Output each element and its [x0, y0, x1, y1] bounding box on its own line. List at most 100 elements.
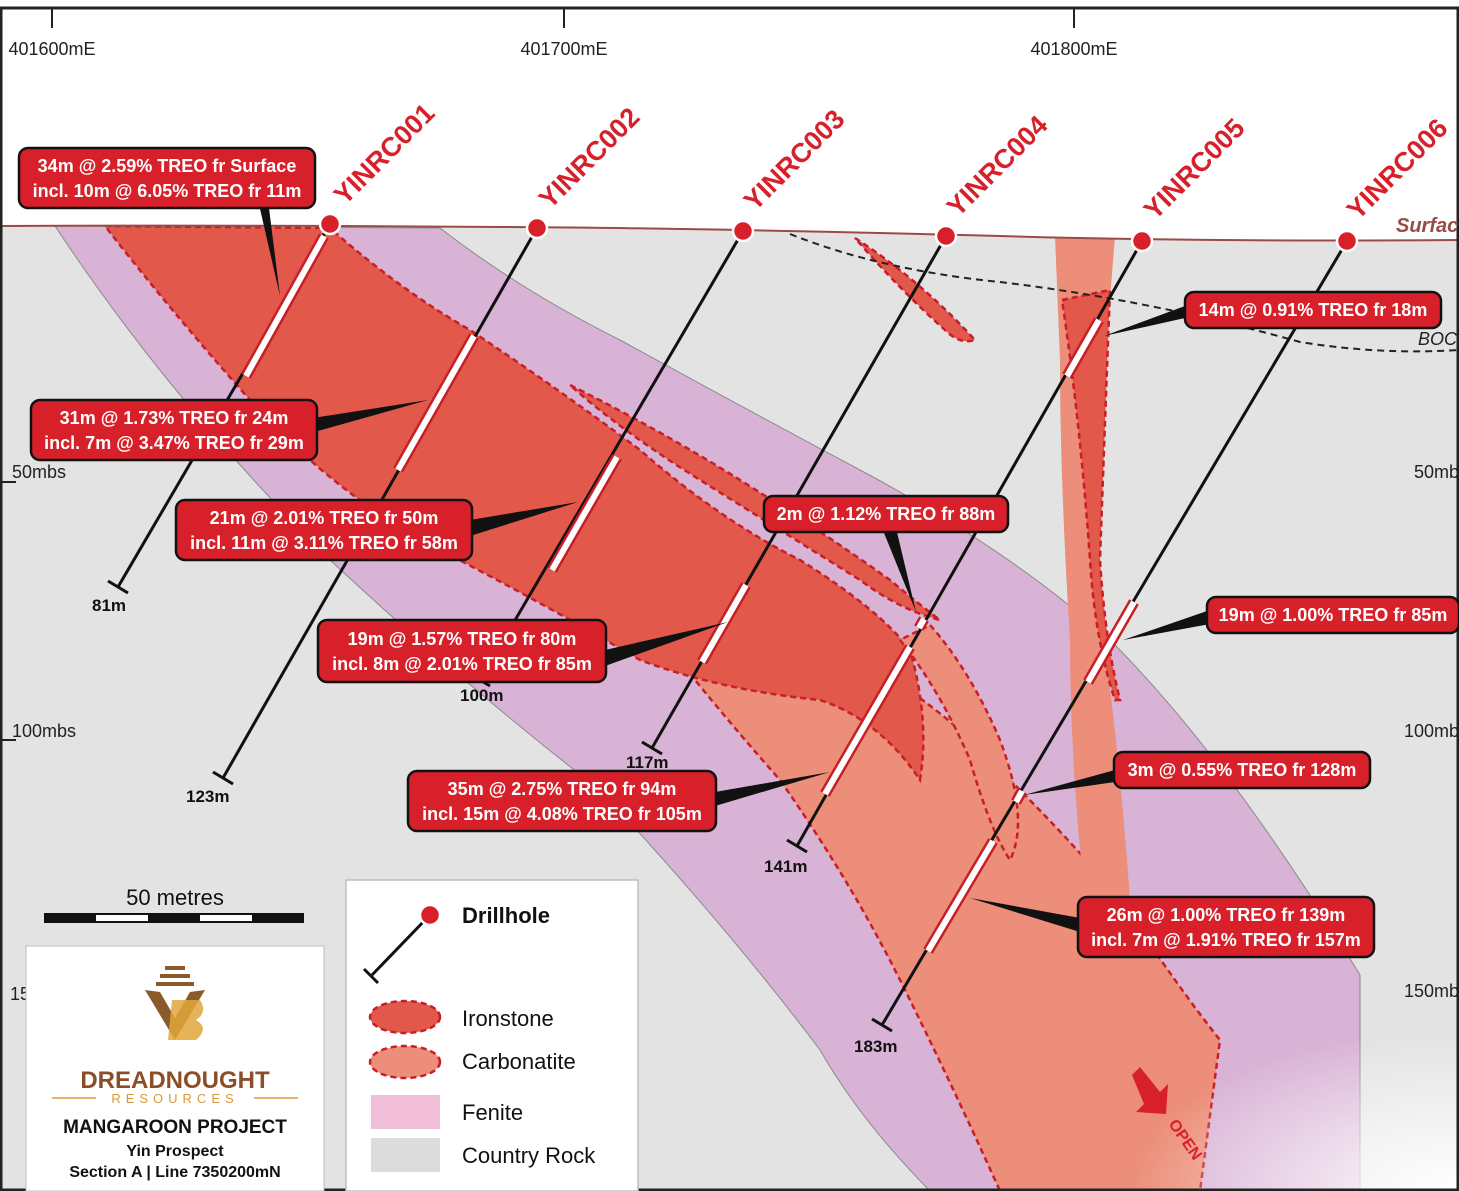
legend-collar-icon — [418, 903, 442, 927]
eoh-label: 141m — [764, 857, 807, 876]
callout-pointers — [258, 200, 1210, 932]
project-title: MANGAROON PROJECT — [63, 1117, 287, 1138]
easting-label: 401800mE — [1030, 39, 1117, 59]
intercept-callout: 3m @ 0.55% TREO fr 128m — [1112, 750, 1372, 790]
depth-label-right: 50mb — [1414, 462, 1459, 482]
callout-box — [316, 618, 608, 684]
map-frame — [0, 6, 1459, 1191]
eoh-label: 100m — [460, 686, 503, 705]
eoh-label: 117m — [626, 753, 669, 772]
eoh-cap — [212, 770, 234, 786]
intercept-segment — [395, 334, 477, 472]
easting-label: 401600mE — [8, 39, 95, 59]
logo-sub: RESOURCES — [111, 1091, 238, 1106]
callout-pointer — [605, 622, 728, 666]
eoh-cap — [871, 1017, 893, 1033]
ironstone-stringer — [569, 383, 941, 622]
intercept-callout: 34m @ 2.59% TREO fr Surface incl. 10m @ … — [17, 146, 317, 210]
scale-bar-segment — [96, 915, 148, 921]
callout-line: incl. 7m @ 1.91% TREO fr 157m — [1091, 930, 1361, 950]
callout-box — [406, 769, 718, 833]
callout-box — [174, 498, 474, 562]
eoh-label: 81m — [92, 596, 126, 615]
callout-box — [29, 398, 319, 462]
callout-line: 19m @ 1.57% TREO fr 80m — [348, 629, 577, 649]
intercept-callouts: 34m @ 2.59% TREO fr Surface incl. 10m @ … — [17, 146, 1459, 959]
legend-eoh-cap — [362, 967, 380, 985]
legend-country-rock-label: Country Rock — [462, 1143, 596, 1168]
eoh-label: 183m — [854, 1037, 897, 1056]
callout-line: incl. 15m @ 4.08% TREO fr 105m — [422, 804, 702, 824]
eoh-label: 123m — [186, 787, 229, 806]
callout-box — [1076, 895, 1376, 959]
legend-carbonatite-label: Carbonatite — [462, 1049, 576, 1074]
depth-label-right: 100mb — [1404, 721, 1459, 741]
legend-drill-trace — [370, 915, 430, 977]
title-block: DREADNOUGHT RESOURCES MANGAROON PROJECT … — [25, 945, 325, 1191]
eoh-labels: 81m 123m 100m 117m 141m 183m — [92, 596, 897, 1056]
callout-box — [1183, 290, 1443, 330]
callout-pointer — [1123, 610, 1210, 640]
legend-fenite-swatch — [371, 1095, 440, 1129]
collar-dot — [1130, 229, 1154, 253]
carbonatite-vein — [898, 623, 1020, 863]
intercept-callout: 35m @ 2.75% TREO fr 94m incl. 15m @ 4.08… — [406, 769, 718, 833]
intercept-segment — [1085, 600, 1137, 684]
boc-line — [789, 233, 1459, 353]
eoh-cap — [641, 740, 663, 756]
surface-label: Surfac — [1396, 215, 1458, 237]
callout-pointer — [715, 772, 830, 806]
sky-area — [0, 0, 1459, 241]
depth-label-left: 15 — [10, 984, 30, 1004]
intercept-callout: 19m @ 1.00% TREO fr 85m — [1205, 595, 1459, 635]
callout-line: 21m @ 2.01% TREO fr 50m — [210, 508, 439, 528]
eoh-cap — [786, 838, 808, 854]
callout-line: incl. 7m @ 3.47% TREO fr 29m — [44, 433, 304, 453]
callout-line: 26m @ 1.00% TREO fr 139m — [1107, 905, 1346, 925]
intercept-callout: 31m @ 1.73% TREO fr 24m incl. 7m @ 3.47%… — [29, 398, 319, 462]
scale-bar: 50 metres — [44, 885, 304, 923]
intercept-segment — [699, 583, 749, 664]
intercept-segments — [241, 233, 1139, 954]
intercept-segment — [822, 645, 913, 796]
callout-box — [17, 146, 317, 210]
open-arrow-icon — [1132, 1067, 1168, 1114]
callout-pointer — [970, 898, 1080, 932]
intercept-callout: 21m @ 2.01% TREO fr 50m incl. 11m @ 3.11… — [174, 498, 474, 562]
callout-box — [762, 494, 1010, 534]
scale-bar-segment — [200, 915, 252, 921]
callout-line: 35m @ 2.75% TREO fr 94m — [448, 779, 677, 799]
depth-label-left: 50mbs — [12, 462, 66, 482]
legend: Drillhole Ironstone Carbonatite Fenite C… — [345, 879, 639, 1191]
callout-line: incl. 11m @ 3.11% TREO fr 58m — [190, 533, 458, 553]
dreadnought-logo-icon — [145, 966, 205, 1040]
legend-ironstone-label: Ironstone — [462, 1006, 554, 1031]
callout-line: 14m @ 0.91% TREO fr 18m — [1199, 300, 1428, 320]
title-block-box — [25, 945, 325, 1191]
callout-box — [1205, 595, 1459, 635]
collar-dot — [934, 224, 958, 248]
callout-line: 3m @ 0.55% TREO fr 128m — [1128, 760, 1357, 780]
intercept-segment — [916, 617, 927, 630]
callout-pointer — [258, 200, 280, 296]
depth-label-left: 100mbs — [12, 721, 76, 741]
prospect-name: Yin Prospect — [126, 1143, 224, 1160]
logo-name: DREADNOUGHT — [80, 1067, 270, 1094]
surface-line — [0, 224, 1459, 242]
intercept-segment — [549, 455, 620, 572]
callout-pointer — [470, 502, 578, 536]
scale-bar-body — [44, 913, 304, 923]
intercept-callout: 2m @ 1.12% TREO fr 88m — [762, 494, 1010, 534]
callout-line: 2m @ 1.12% TREO fr 88m — [777, 504, 996, 524]
callout-line: 34m @ 2.59% TREO fr Surface — [38, 156, 297, 176]
section-line: Section A | Line 7350200mN — [69, 1164, 280, 1181]
intercept-segment — [925, 839, 996, 953]
collars — [318, 212, 1359, 253]
legend-drillhole-label: Drillhole — [462, 903, 550, 928]
callout-pointer — [1024, 770, 1115, 795]
legend-country-rock-swatch — [371, 1138, 440, 1172]
legend-carbonatite-swatch — [368, 1044, 442, 1080]
callout-line: incl. 10m @ 6.05% TREO fr 11m — [33, 181, 302, 201]
